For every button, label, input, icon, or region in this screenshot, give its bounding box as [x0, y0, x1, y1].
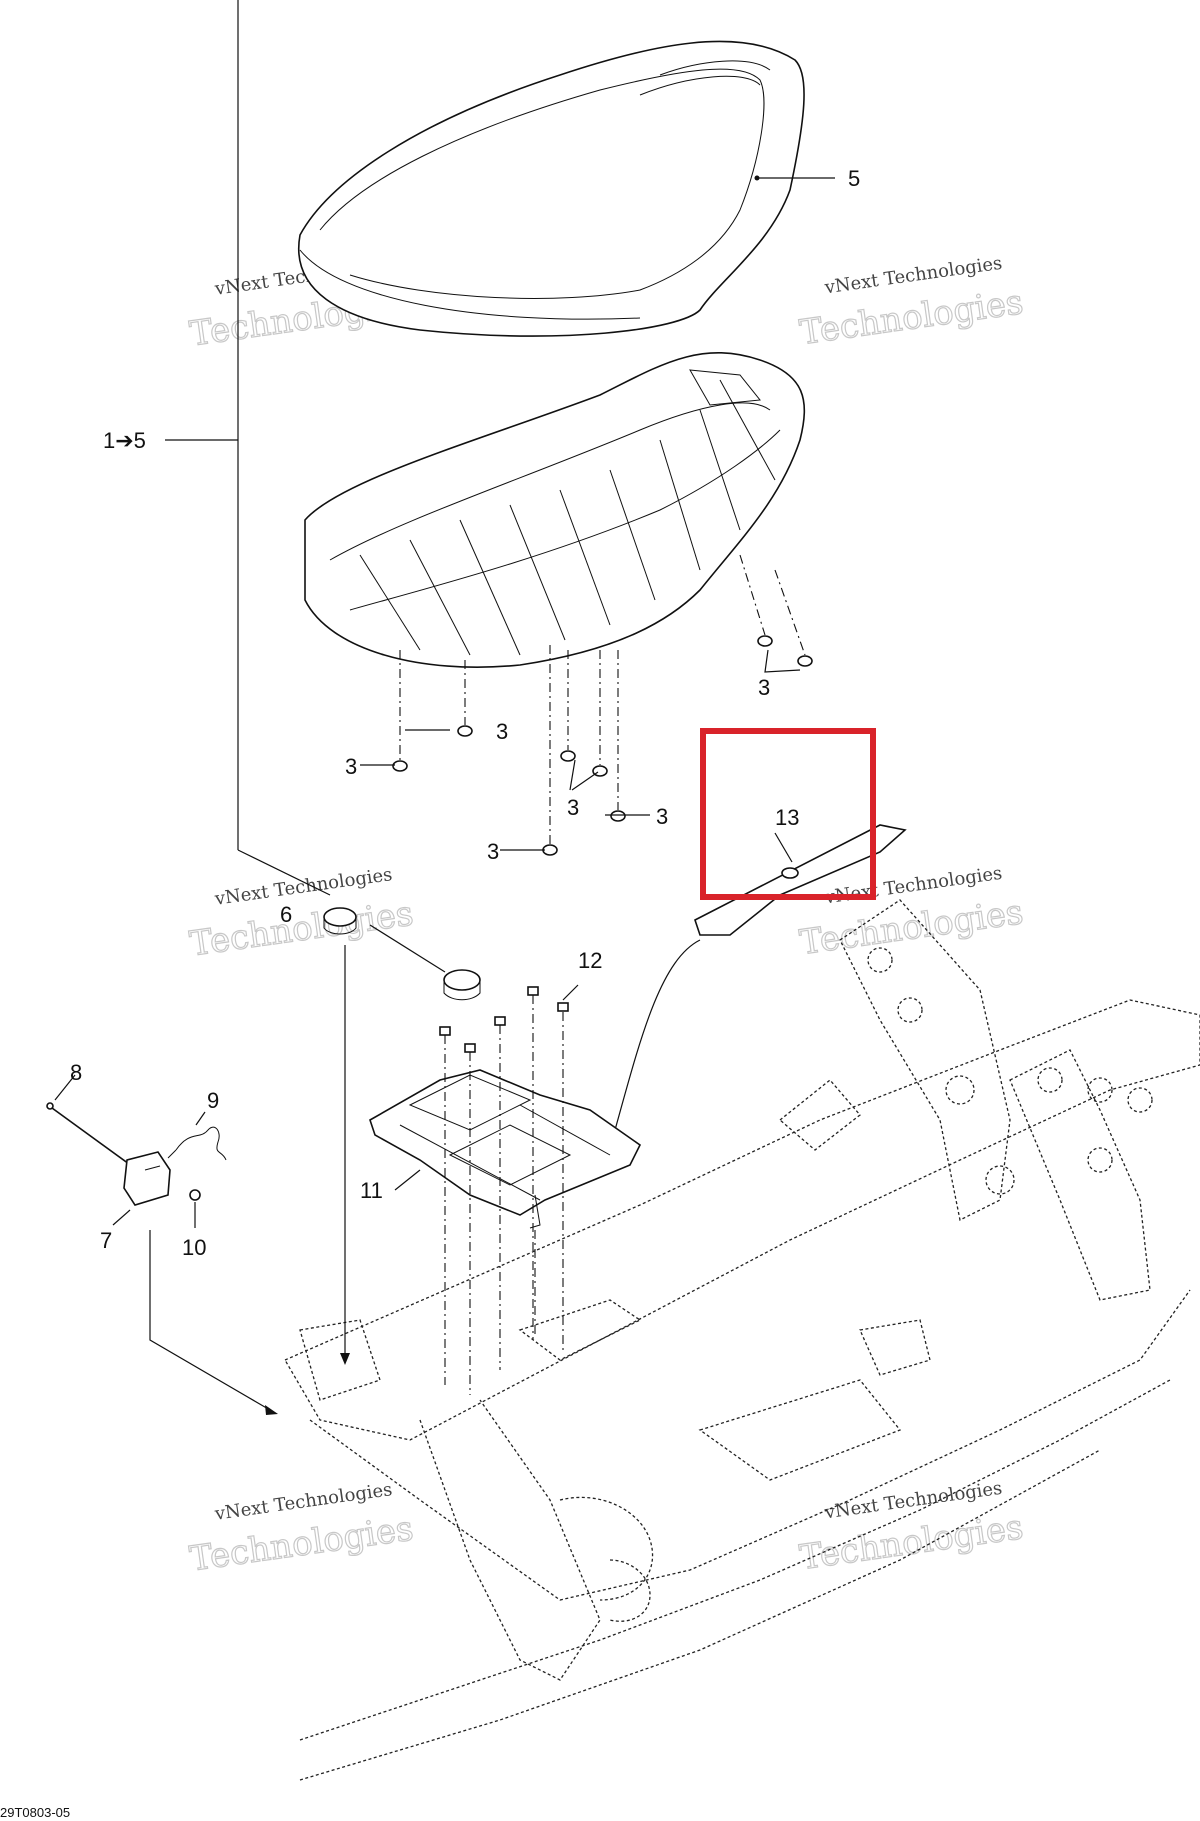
- callout-11: 11: [360, 1178, 383, 1203]
- seat-latch: [46, 1074, 227, 1228]
- callout-9: 9: [207, 1088, 219, 1113]
- callout-3: 3: [656, 804, 668, 829]
- callout-5: 5: [848, 166, 860, 191]
- callout-7: 7: [100, 1228, 112, 1253]
- seat-base: [304, 352, 806, 668]
- callout-3: 3: [487, 839, 499, 864]
- skid-plate: [369, 984, 642, 1395]
- heat-shield: [610, 824, 907, 1142]
- vehicle-frame: [284, 899, 1200, 1781]
- callout-12: 12: [578, 948, 602, 973]
- callout-3: 3: [758, 675, 770, 700]
- grommets: [392, 554, 813, 856]
- callout-1-5: 1➔5: [103, 428, 146, 453]
- callout-leaders: [360, 175, 835, 863]
- assembly-bracket: [165, 0, 331, 896]
- highlight-box: [700, 728, 876, 900]
- bumper-grommets: [323, 907, 481, 1001]
- callout-3: 3: [567, 795, 579, 820]
- callout-numbers: 1➔5 5 3 3 3 3 3 3 6 8 9 7 10 11 12 13: [70, 166, 860, 1260]
- callout-3: 3: [345, 754, 357, 779]
- callout-10: 10: [182, 1235, 206, 1260]
- drawing-code: 29T0803-05: [0, 1805, 70, 1820]
- callout-3: 3: [496, 719, 508, 744]
- seat-cover: [297, 40, 805, 337]
- callout-13: 13: [775, 805, 799, 830]
- callout-6: 6: [280, 902, 292, 927]
- callout-8: 8: [70, 1060, 82, 1085]
- install-arrows: [149, 945, 350, 1415]
- seat-base-ribs: [359, 379, 776, 656]
